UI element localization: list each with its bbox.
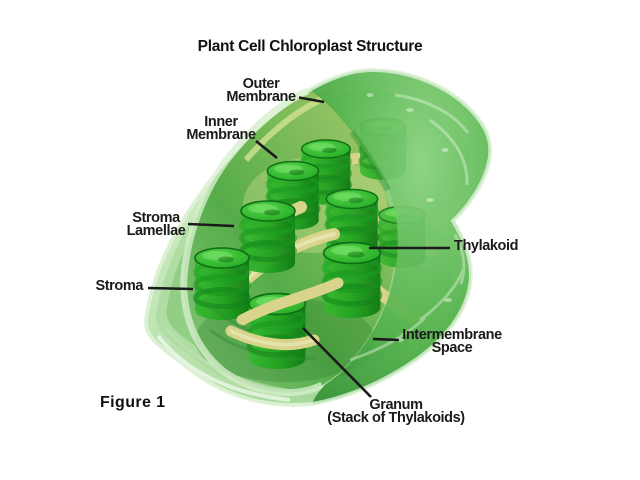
figure-caption: Figure 1 xyxy=(100,394,166,411)
leader-outer-membrane xyxy=(298,96,325,104)
label-stroma-lamellae: Stroma Lamellae xyxy=(126,210,186,239)
stroma-texture xyxy=(203,299,316,361)
leader-intermembrane-space xyxy=(372,337,400,342)
leader-granum xyxy=(302,327,372,398)
leader-stroma-lamellae xyxy=(187,222,235,228)
inner-membrane-stripe xyxy=(243,96,324,162)
granum-stack xyxy=(241,201,295,273)
outer-rim-highlight xyxy=(143,67,493,408)
label-intermembrane-space: Intermembrane Space xyxy=(402,327,502,356)
label-granum: Granum (Stack of Thylakoids) xyxy=(327,397,465,426)
leader-inner-membrane xyxy=(255,139,278,160)
label-inner-membrane: Inner Membrane xyxy=(186,114,256,143)
label-stroma: Stroma xyxy=(95,278,143,294)
page-title: Plant Cell Chloroplast Structure xyxy=(197,38,423,55)
leader-lines xyxy=(147,96,450,398)
label-thylakoid: Thylakoid xyxy=(454,238,519,254)
granum-stack xyxy=(195,248,249,320)
intact-membrane-fold xyxy=(310,70,491,404)
label-outer-membrane: Outer Membrane xyxy=(226,76,296,105)
leader-stroma xyxy=(147,286,194,291)
